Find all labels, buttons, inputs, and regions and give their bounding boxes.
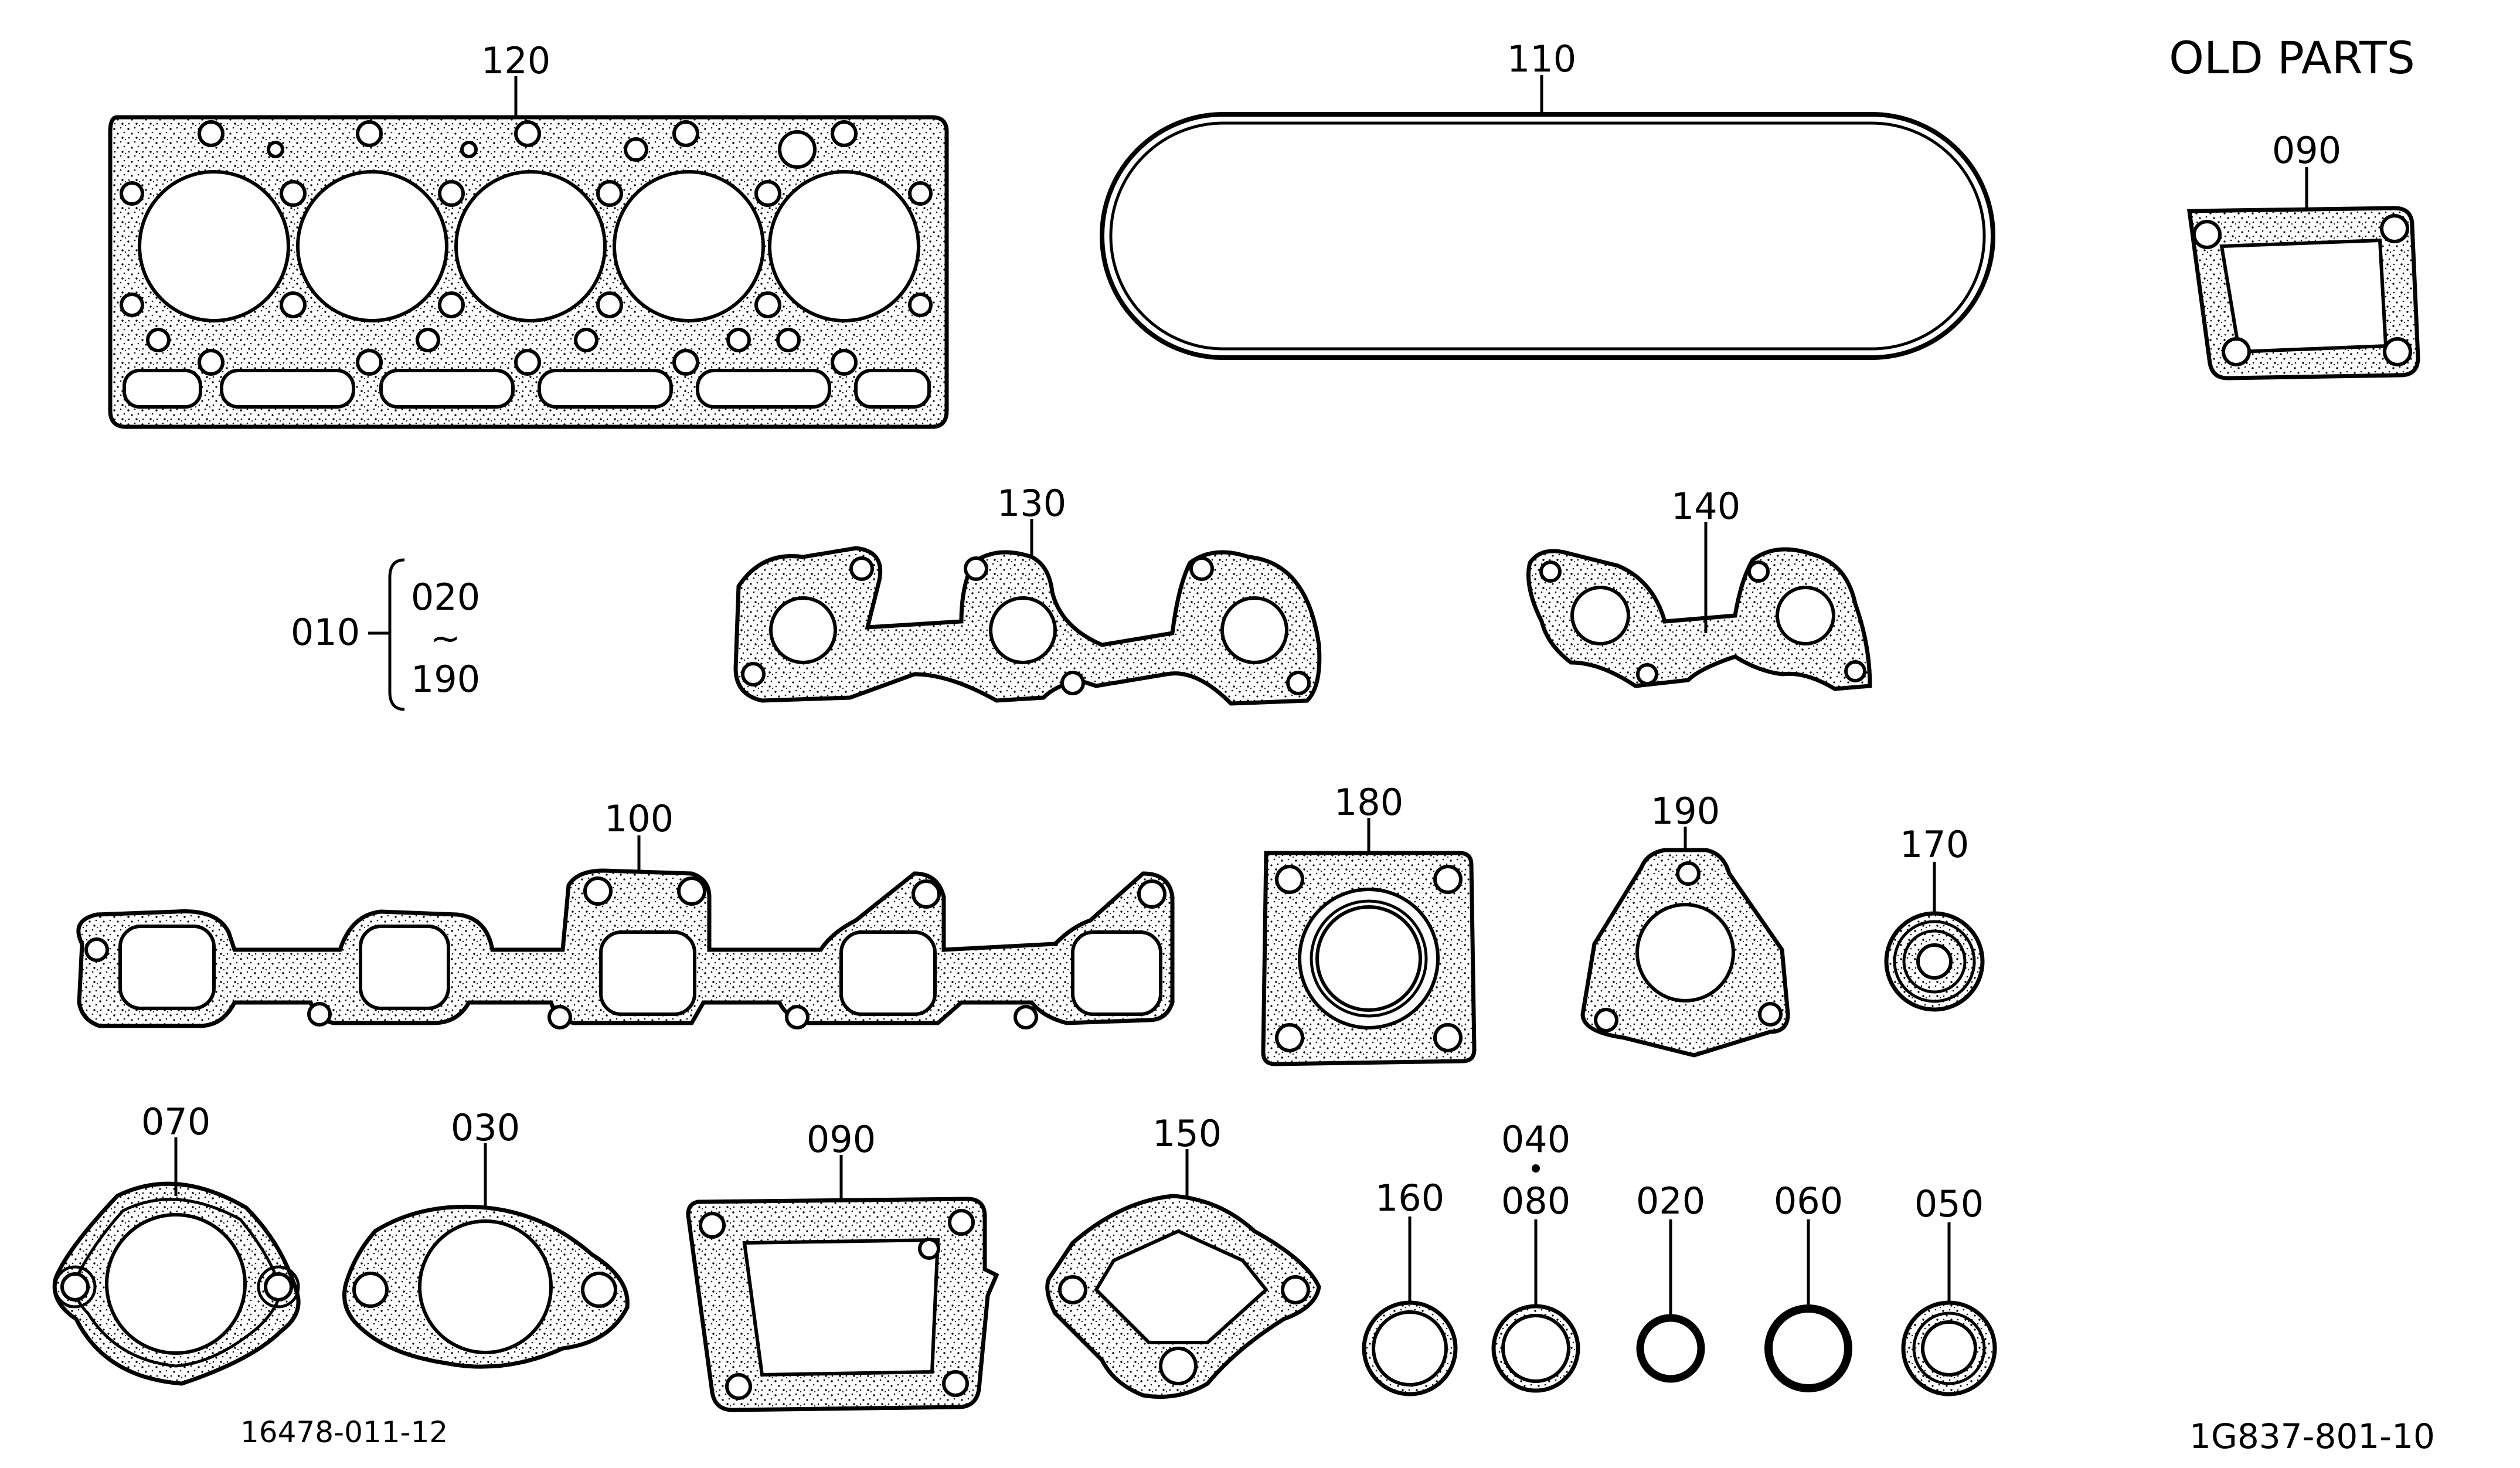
kit-010-bracket: 010 020 ~ 190 [291, 558, 480, 711]
label-080: 080 [1501, 1180, 1570, 1222]
part-130-exhaust-gasket: 130 [733, 482, 1322, 706]
part-190-triangle-gasket: 190 [1580, 790, 1790, 1058]
label-040: 040 [1501, 1118, 1570, 1161]
part-180-square-gasket: 180 [1261, 781, 1477, 1066]
label-190: 190 [1651, 790, 1720, 832]
label-150: 150 [1152, 1112, 1222, 1155]
label-070: 070 [141, 1100, 210, 1143]
part-090-old-gasket: 090 [2187, 129, 2420, 380]
label-120: 120 [481, 39, 550, 82]
part-020-oring: 020 [1636, 1180, 1705, 1383]
label-160: 160 [1375, 1177, 1444, 1219]
part-070-flange-gasket: 070 [52, 1100, 301, 1386]
part-050-seal: 050 [1901, 1182, 1997, 1396]
part-170-seal: 170 [1884, 823, 1985, 1012]
part-030-flange-gasket: 030 [342, 1106, 630, 1369]
label-060: 060 [1774, 1180, 1843, 1222]
label-030: 030 [451, 1106, 520, 1149]
label-050: 050 [1914, 1182, 1984, 1225]
part-150-diamond-gasket: 150 [1045, 1112, 1321, 1399]
old-parts-heading: OLD PARTS [2169, 32, 2415, 84]
drawing-code-right: 1G837-801-10 [2189, 1416, 2435, 1456]
label-020-range: 020 [411, 576, 480, 619]
label-020: 020 [1636, 1180, 1705, 1222]
part-120-head-gasket: 120 [108, 39, 949, 429]
label-180: 180 [1334, 781, 1403, 824]
part-160-ring: 160 [1362, 1177, 1458, 1396]
label-110: 110 [1507, 38, 1576, 80]
label-100: 100 [604, 797, 674, 840]
label-010: 010 [291, 611, 360, 654]
part-100-intake-gasket: 100 [76, 797, 1175, 1029]
part-080-ring: 040 080 [1491, 1118, 1580, 1393]
label-090: 090 [807, 1118, 876, 1161]
separator-dot [1532, 1164, 1540, 1173]
label-140: 140 [1671, 485, 1740, 528]
label-170: 170 [1900, 823, 1969, 866]
label-130: 130 [997, 482, 1066, 525]
part-090-gasket: 090 [686, 1118, 999, 1412]
part-060-oring: 060 [1764, 1180, 1852, 1392]
part-140-manifold-gasket: 140 [1526, 485, 1872, 691]
part-110-rocker-gasket: 110 [1100, 38, 1995, 360]
label-190-range: 190 [411, 658, 480, 701]
label-090-old: 090 [2272, 129, 2341, 172]
drawing-code-left: 16478-011-12 [240, 1415, 448, 1449]
range-tilde: ~ [430, 617, 461, 660]
